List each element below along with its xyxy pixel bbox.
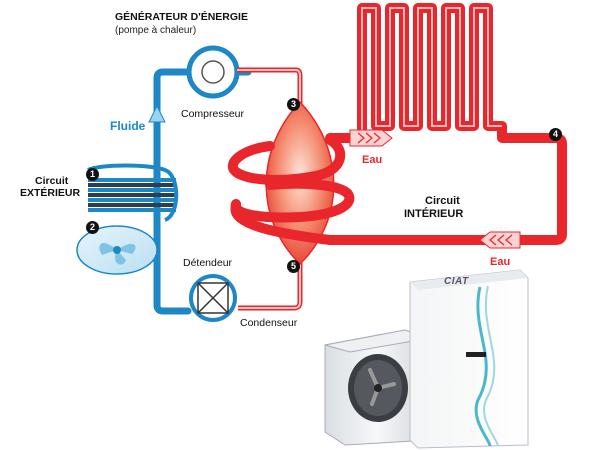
compressor-icon [186,45,240,99]
label-circuit-exterieur-2: EXTÉRIEUR [20,187,81,199]
label-detendeur: Détendeur [183,257,233,269]
condenser-bulb [227,100,355,266]
flow-arrow-up-icon [148,104,166,123]
outdoor-unit [324,329,431,446]
label-condenseur: Condenseur [240,317,298,329]
product-brand-logo: CIAT [444,276,469,287]
radiator-icon [361,7,502,132]
label-circuit-exterieur-1: Circuit [35,175,69,187]
indoor-unit [409,269,529,449]
label-circuit-interieur-1: Circuit [425,195,460,207]
label-eau-out: Eau [362,154,383,166]
step-marker-3: 3 [287,98,300,111]
label-compresseur: Compresseur [181,108,245,120]
step-marker-2: 2 [86,221,99,234]
expansion-valve-icon [189,274,237,322]
label-eau-in: Eau [490,256,511,268]
heat-exchanger-coil-icon [87,163,179,222]
label-fluide: Fluide [110,119,146,133]
step-marker-5: 5 [287,260,300,273]
diagram-title: GÉNÉRATEUR D'ÉNERGIE [115,11,248,23]
step-marker-1: 1 [86,168,99,181]
label-circuit-interieur-2: INTÉRIEUR [404,208,464,220]
flow-arrow-left-icon [479,231,521,249]
flow-arrow-right-icon [349,129,393,147]
step-marker-4: 4 [549,128,562,141]
fan-icon [76,225,158,275]
diagram-subtitle: (pompe à chaleur) [115,25,197,36]
